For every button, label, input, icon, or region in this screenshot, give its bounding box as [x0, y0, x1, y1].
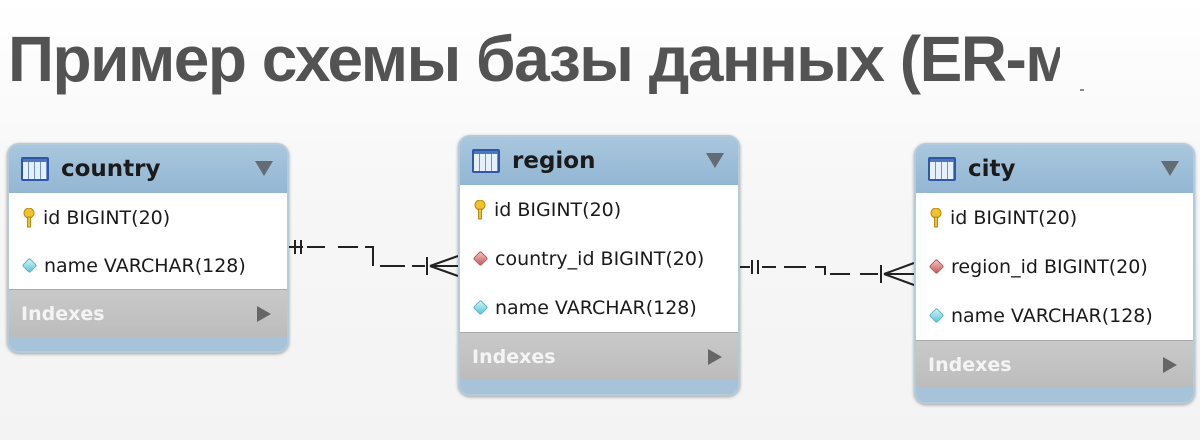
key-icon: [23, 207, 35, 227]
indexes-section[interactable]: Indexes: [9, 289, 287, 337]
column-row: region_id BIGINT(20): [916, 242, 1193, 291]
red-diamond-icon: [928, 258, 945, 275]
column-row: id BIGINT(20): [460, 185, 738, 234]
column-row: country_id BIGINT(20): [460, 234, 738, 283]
column-row: id BIGINT(20): [916, 193, 1193, 242]
table-country[interactable]: country id BIGINT(20) name VARCHAR(128) …: [7, 143, 289, 353]
triangle-right-icon[interactable]: [257, 306, 271, 322]
blue-diamond-icon: [928, 307, 945, 324]
page-title: Пример схемы базы данных (ER-модель: [8, 23, 1060, 95]
column-text: country_id BIGINT(20): [495, 247, 705, 270]
indexes-section[interactable]: Indexes: [916, 340, 1193, 388]
column-text: name VARCHAR(128): [951, 304, 1153, 327]
table-footer: [916, 388, 1193, 402]
column-row: name VARCHAR(128): [916, 291, 1193, 340]
column-text: region_id BIGINT(20): [951, 255, 1148, 278]
stray-mark: [1080, 89, 1084, 91]
column-text: id BIGINT(20): [950, 206, 1078, 229]
red-diamond-icon: [472, 250, 489, 267]
table-header[interactable]: country: [9, 145, 287, 193]
column-row: id BIGINT(20): [9, 193, 287, 242]
table-city[interactable]: city id BIGINT(20) region_id BIGINT(20) …: [914, 143, 1195, 404]
column-text: id BIGINT(20): [494, 198, 622, 221]
key-icon: [930, 207, 942, 227]
indexes-label: Indexes: [928, 353, 1012, 376]
triangle-down-icon[interactable]: [255, 161, 273, 176]
table-icon: [21, 157, 49, 181]
table-name: region: [512, 148, 596, 174]
key-icon: [474, 199, 486, 219]
table-footer: [460, 380, 738, 394]
column-row: name VARCHAR(128): [9, 242, 287, 289]
table-name: country: [61, 156, 161, 182]
table-header[interactable]: city: [916, 145, 1193, 193]
table-icon: [472, 149, 500, 173]
column-text: name VARCHAR(128): [44, 254, 246, 277]
triangle-down-icon[interactable]: [1161, 161, 1179, 176]
table-icon: [928, 157, 956, 181]
indexes-section[interactable]: Indexes: [460, 332, 738, 380]
blue-diamond-icon: [21, 257, 38, 274]
indexes-label: Indexes: [472, 345, 556, 368]
table-footer: [9, 337, 287, 351]
triangle-down-icon[interactable]: [706, 153, 724, 168]
table-name: city: [968, 156, 1016, 182]
indexes-label: Indexes: [21, 302, 105, 325]
blue-diamond-icon: [472, 299, 489, 316]
column-text: id BIGINT(20): [43, 206, 171, 229]
table-header[interactable]: region: [460, 137, 738, 185]
triangle-right-icon[interactable]: [1163, 357, 1177, 373]
column-text: name VARCHAR(128): [495, 296, 697, 319]
triangle-right-icon[interactable]: [708, 349, 722, 365]
table-region[interactable]: region id BIGINT(20) country_id BIGINT(2…: [458, 135, 740, 396]
relationship-region-city: [740, 260, 915, 286]
column-row: name VARCHAR(128): [460, 283, 738, 332]
relationship-country-region: [289, 240, 459, 277]
